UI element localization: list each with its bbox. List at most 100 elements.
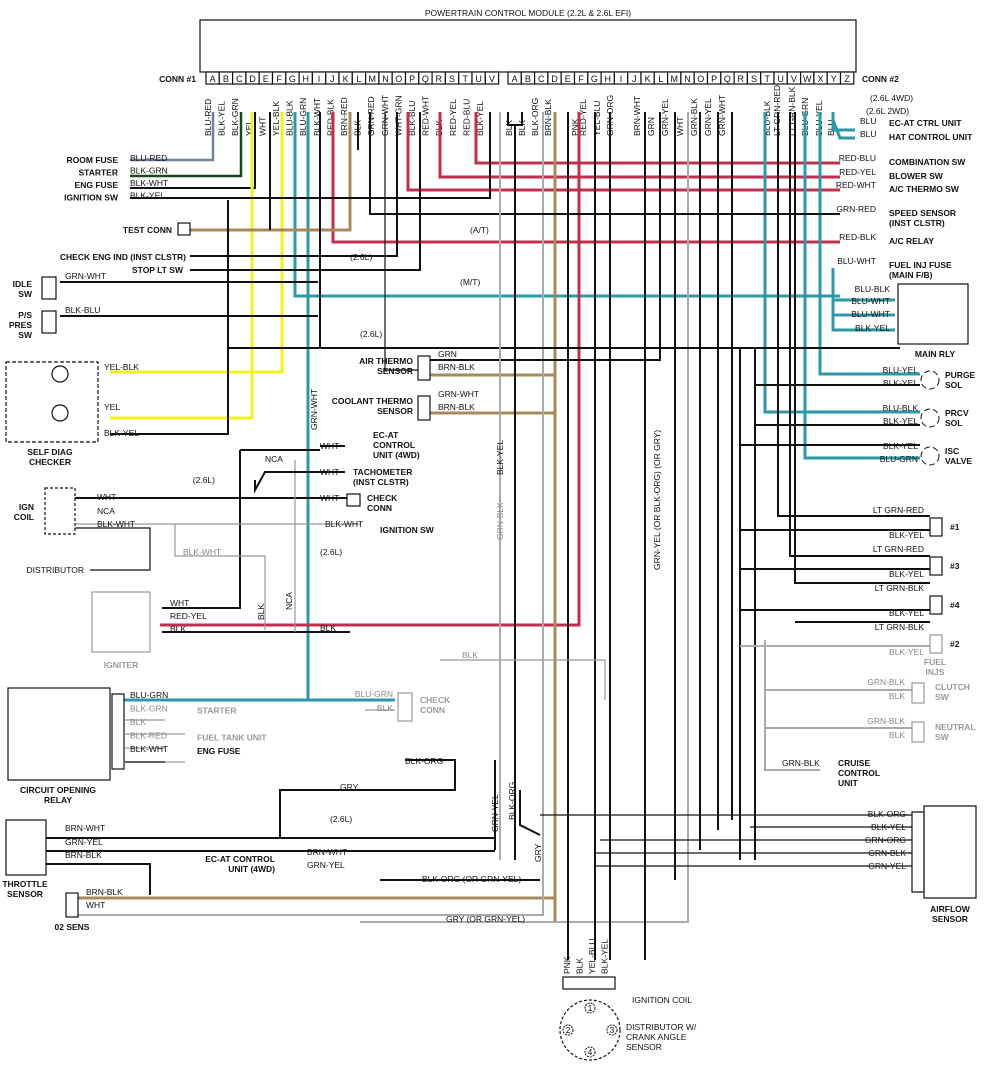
wire-grn — [428, 112, 661, 361]
pin-label: E — [263, 74, 269, 84]
igniter-label: IGNITER — [104, 660, 138, 670]
dest-label: IGNITION SW — [64, 193, 119, 203]
wire-label: BLU-BLK — [762, 100, 772, 136]
wire-blk-gray — [440, 659, 606, 700]
check-conn-lower-wire: BLU-GRN — [355, 689, 393, 699]
wire-label: BLK-GRN — [130, 704, 168, 714]
wire-label: BRN-BLK — [543, 99, 553, 136]
throttle-wire: BRN-WHT — [65, 823, 105, 833]
main-relay-wire: BLU-BLK — [855, 284, 891, 294]
cruise-label-2: CONTROL — [838, 768, 880, 778]
idle-sw-box — [41, 276, 57, 300]
wire-wht-grn — [190, 112, 398, 257]
cylinder-icon — [584, 1002, 596, 1014]
pin-label: V — [489, 74, 495, 84]
wire-blk-grn — [130, 112, 243, 178]
wire-blu-grn-isc — [803, 112, 920, 460]
wire-label: BLK — [575, 958, 585, 974]
blu-label: BLU — [860, 129, 877, 139]
pin-label: G — [591, 74, 598, 84]
ecat-label: EC-AT — [373, 430, 399, 440]
main-relay-wire: BLU-WHT — [851, 309, 890, 319]
wire-label: GRN-BLK — [689, 98, 699, 136]
check-conn-label: CHECK — [367, 493, 398, 503]
wire-label: BLK-YEL — [600, 939, 610, 974]
circuit-relay-label: CIRCUIT OPENING — [20, 785, 96, 795]
check-conn-box — [346, 493, 361, 507]
pin-label: A — [512, 74, 518, 84]
solenoid-label-2: VALVE — [945, 456, 972, 466]
main-relay-wire: BLK-YEL — [855, 323, 890, 333]
wire-label: BLK-YEL — [883, 441, 918, 451]
air-thermo-wire: BRN-BLK — [438, 362, 475, 372]
o2-wire: WHT — [86, 900, 105, 910]
pin-label: C — [236, 74, 243, 84]
pin-label: K — [645, 74, 651, 84]
air-thermo-wire: GRN — [438, 349, 457, 359]
grn-yel-vert: GRN-YEL — [490, 794, 500, 832]
pin-label: B — [223, 74, 229, 84]
wire-label: BLK-YEL — [130, 191, 165, 201]
solenoid-icon — [920, 446, 940, 466]
pin-label: D — [249, 74, 256, 84]
throttle-sensor-box — [5, 819, 47, 876]
pin-label: S — [449, 74, 455, 84]
wire-label: BLK-GRN — [230, 98, 240, 136]
o2-wire: BRN-BLK — [86, 887, 123, 897]
wire-lt-grn-red — [777, 112, 930, 517]
self-diag-label: SELF DIAG — [27, 447, 73, 457]
pin-label: P — [409, 74, 415, 84]
wire-blk-yel-diag — [110, 348, 229, 435]
ign-coil-wire: BLK-WHT — [97, 519, 135, 529]
wire-gry-lower — [279, 759, 456, 838]
wire-label: BLK-WHT — [130, 178, 168, 188]
pin-label: D — [551, 74, 558, 84]
ecat-lower-wire: GRN-YEL — [307, 860, 345, 870]
wire-label: BRN-WHT — [632, 96, 642, 136]
wire-label: BLU-WHT — [837, 256, 876, 266]
self-diag-wire: BLK-YEL — [104, 428, 139, 438]
airflow-sensor-box — [923, 805, 977, 899]
tach-label-2: (INST CLSTR) — [353, 477, 409, 487]
pin-label: F — [276, 74, 282, 84]
idle-sw-label-2: SW — [18, 289, 33, 299]
ign-coil-box — [44, 487, 76, 535]
conn1-label: CONN #1 — [159, 74, 196, 84]
airflow-label-2: SENSOR — [932, 914, 968, 924]
airflow-connector — [911, 811, 925, 893]
wire-blk-yel-branches — [740, 384, 930, 611]
neutral-sw-label: NEUTRAL — [935, 722, 976, 732]
wire-label: GRN-BLK — [868, 848, 906, 858]
injector-number: #1 — [950, 522, 960, 532]
wire-label: WHT-GRN — [393, 95, 403, 136]
pin-label: U — [777, 74, 784, 84]
wire-label: RED-BLK — [325, 99, 335, 136]
wire-blk-wht — [130, 112, 256, 189]
pin-label: J — [632, 74, 637, 84]
wire-blk-yel-bus — [227, 200, 900, 349]
coolant-thermo-wire: BRN-BLK — [438, 402, 475, 412]
wire-distributor — [75, 527, 151, 571]
wire-label: BLK-YEL — [889, 647, 924, 657]
check-conn-lower-label: CHECK — [420, 695, 451, 705]
pin-label: C — [538, 74, 545, 84]
pin-label: T — [765, 74, 771, 84]
wire-label: RED-YEL — [578, 99, 588, 136]
pin-label: R — [737, 74, 744, 84]
wire-throttle — [40, 837, 495, 895]
air-thermo-box — [417, 355, 431, 381]
ign-sw-label: IGNITION SW — [380, 525, 435, 535]
wire-label: BLK-YEL — [883, 378, 918, 388]
alt1-label: BLK-ORG (OR GRN-YEL) — [422, 874, 521, 884]
wire-label: LT GRN-RED — [873, 544, 924, 554]
wire-grn-red — [369, 112, 840, 215]
pin-label: N — [382, 74, 389, 84]
wire-blk-blu — [190, 112, 421, 271]
led-icon — [51, 404, 69, 422]
main-relay-label: MAIN RLY — [915, 349, 956, 359]
main-relay-box — [897, 283, 969, 345]
pin-label: L — [356, 74, 361, 84]
